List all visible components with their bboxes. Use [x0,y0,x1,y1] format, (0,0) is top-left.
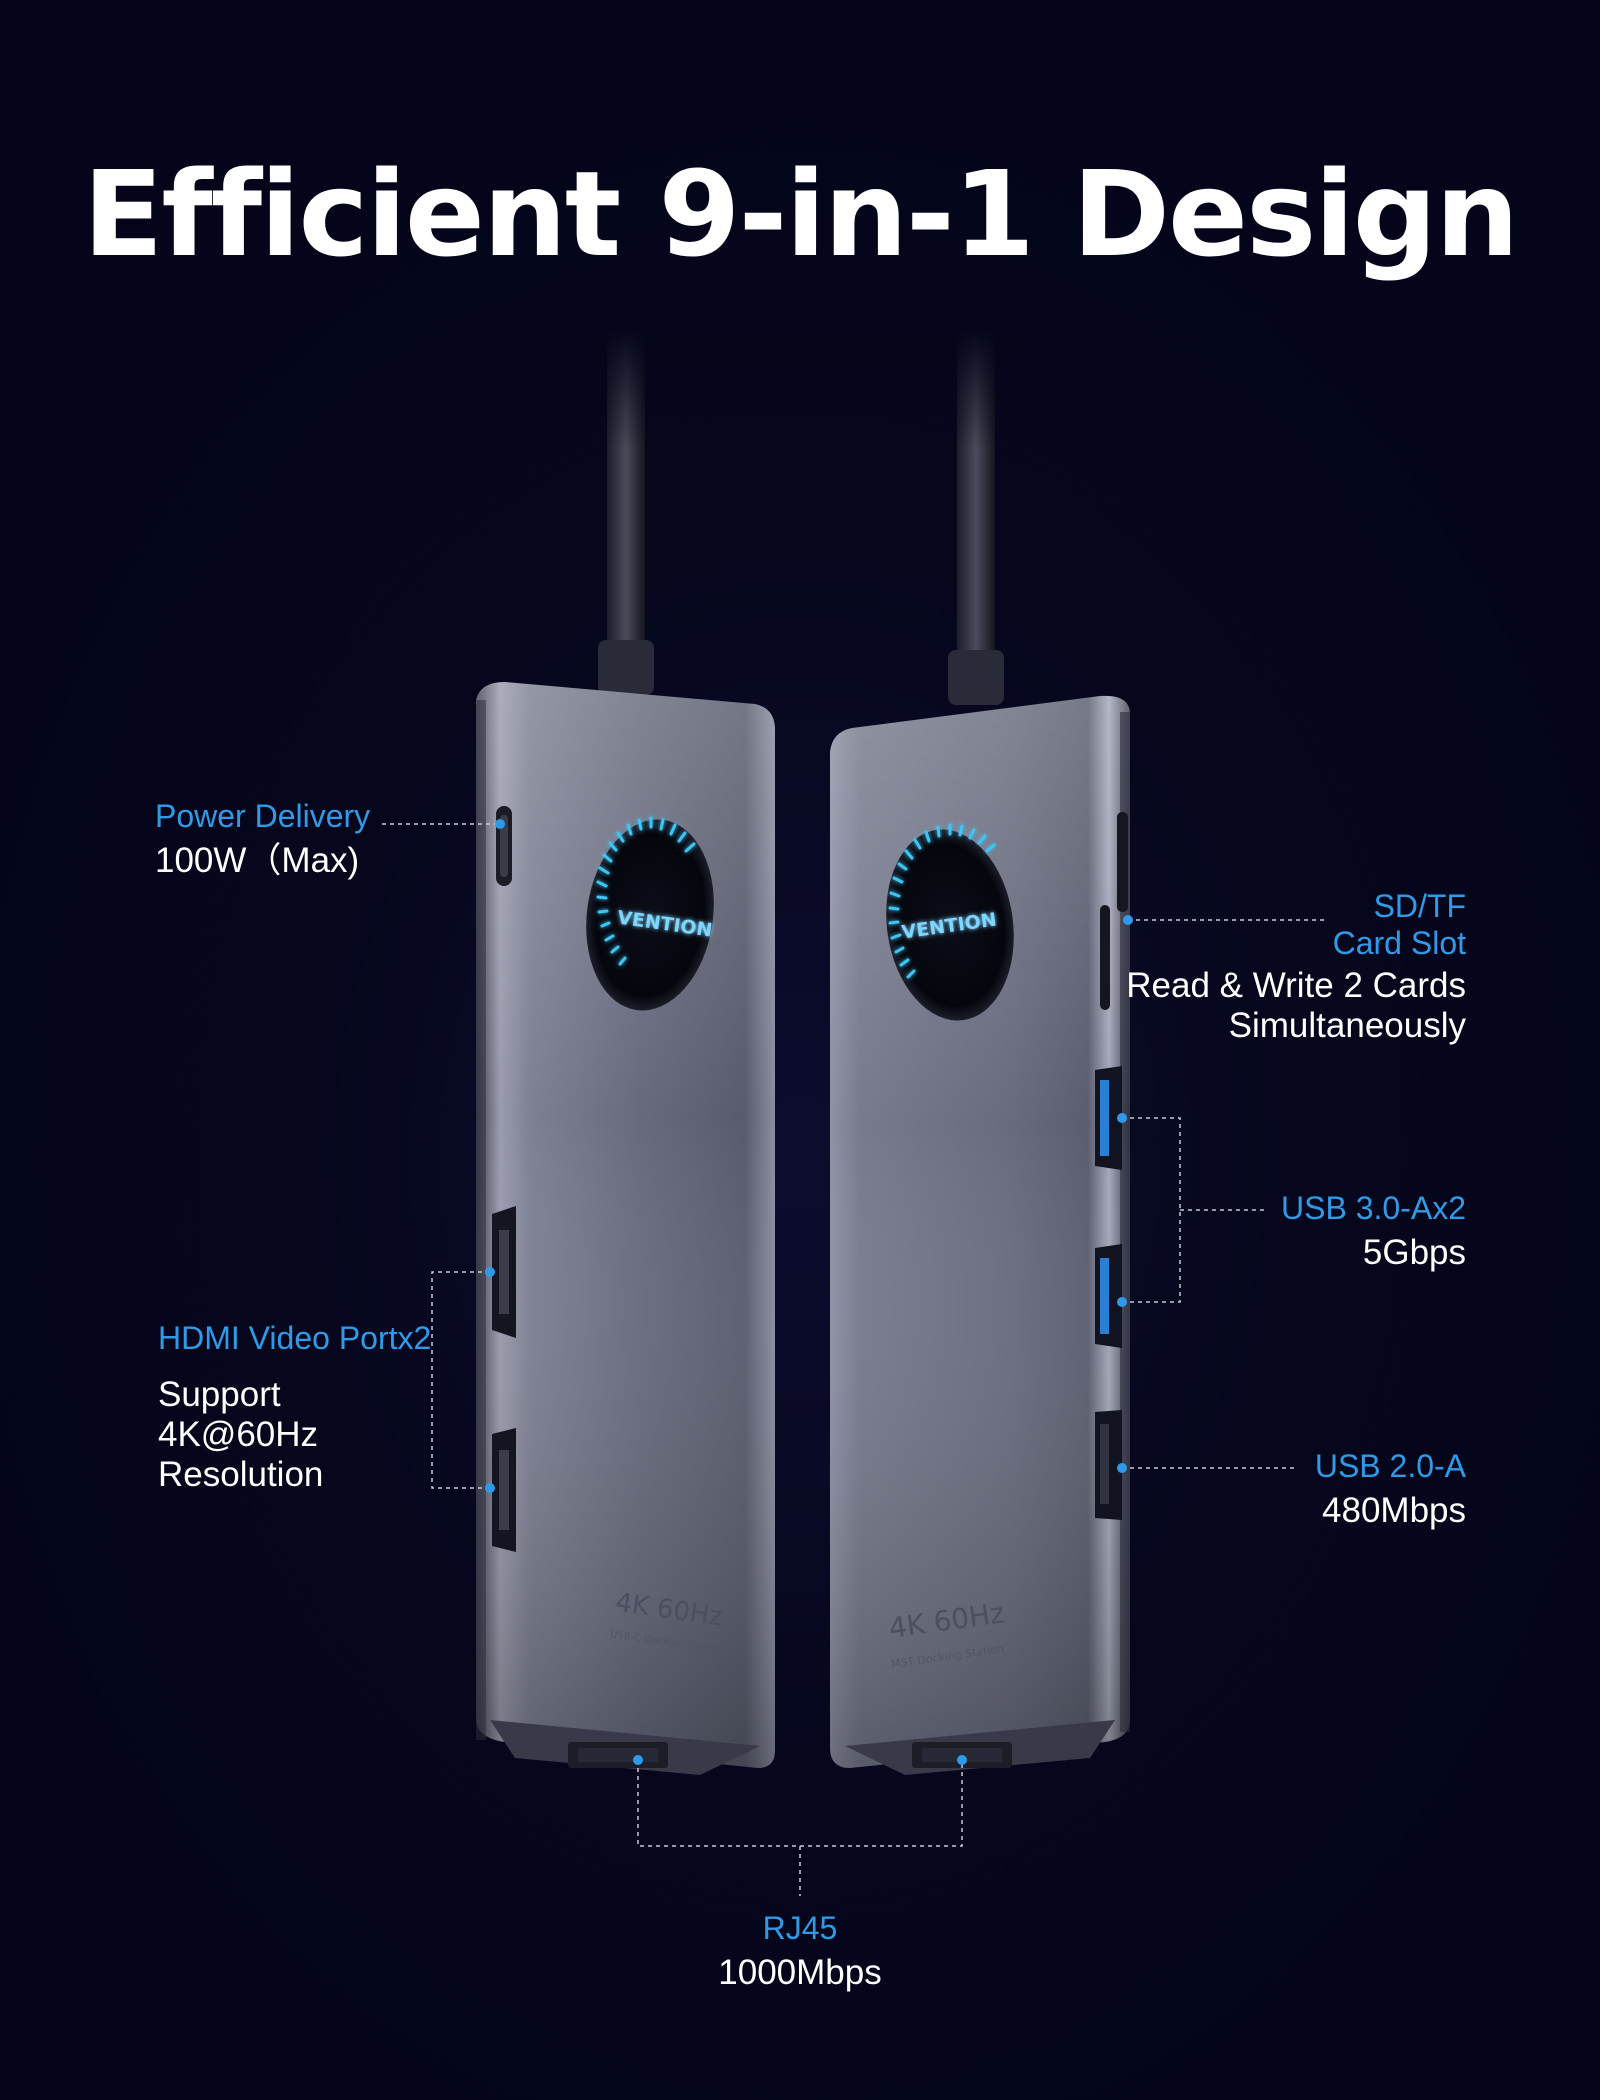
power-delivery-label: Power Delivery [155,798,371,834]
callout-lines [382,823,1328,1896]
callout-dots [485,819,1133,1765]
rj45-label: RJ45 [762,1910,838,1946]
rj45-desc: 1000Mbps [718,1952,882,1992]
hdmi-port-2 [492,1428,516,1552]
sd-label-line-2: Card Slot [1332,924,1466,961]
callout-usb2: USB 2.0-A 480Mbps [1315,1448,1466,1531]
usb3-desc: 5Gbps [1362,1232,1466,1272]
headline: Efficient 9-in-1 Design [82,145,1519,283]
callout-usb3: USB 3.0-Ax2 5Gbps [1281,1190,1466,1273]
sd-label-line-1: SD/TF [1373,888,1466,924]
cables [590,330,1020,705]
hdmi-label: HDMI Video Portx2 [158,1320,432,1356]
dock-left: VENTION 4K 60Hz USB-C Docking Station [476,682,775,1775]
usb3-port-1 [1095,1066,1122,1170]
usb2-label: USB 2.0-A [1314,1448,1466,1484]
hdmi-desc-line-3: Resolution [158,1455,324,1495]
callout-hdmi: HDMI Video Portx2 Support 4K@60Hz Resolu… [158,1320,431,1496]
hdmi-port-1 [492,1206,516,1338]
callout-power-delivery: Power Delivery 100W（Max) [155,798,370,881]
hdmi-desc-line-2: 4K@60Hz [158,1415,319,1455]
sd-desc-line-2: Simultaneously [1228,1005,1466,1045]
dock-right: VENTION 4K 60Hz MST Docking Station [830,695,1130,1775]
usb3-label: USB 3.0-Ax2 [1281,1190,1466,1226]
power-delivery-desc: 100W（Max) [155,840,360,880]
sd-desc-line-1: Read & Write 2 Cards [1126,965,1466,1005]
usb3-port-2 [1095,1244,1122,1348]
usb2-port [1095,1410,1122,1520]
glow-ring-right [888,823,996,979]
glow-ring-left [596,816,696,966]
callout-sd-card: SD/TF Card Slot Read & Write 2 Cards Sim… [1126,888,1466,1046]
hdmi-desc-line-1: Support [158,1374,281,1414]
callout-rj45: RJ45 1000Mbps [650,1910,950,1993]
usb2-desc: 480Mbps [1322,1490,1466,1530]
